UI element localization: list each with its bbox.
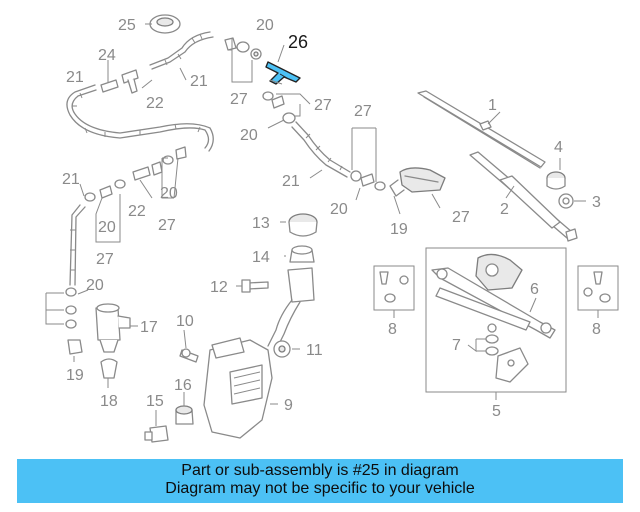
- grommet-24[interactable]: [149, 14, 181, 34]
- banner-line-part: Part or sub-assembly is #25 in diagram: [181, 462, 459, 479]
- label-11: 11: [306, 342, 323, 359]
- washer-pump-17[interactable]: [95, 303, 131, 353]
- label-27c: 27: [354, 103, 372, 120]
- label-21a: 21: [66, 69, 84, 86]
- label-13: 13: [252, 215, 270, 232]
- label-8b: 8: [592, 321, 601, 338]
- label-20d: 20: [160, 185, 178, 202]
- label-7: 7: [452, 337, 461, 354]
- t-piece-22-left[interactable]: [132, 166, 151, 181]
- label-14: 14: [252, 249, 270, 266]
- label-15: 15: [146, 393, 164, 410]
- grommet-16[interactable]: [175, 405, 194, 425]
- fitting-27-mid[interactable]: [262, 91, 296, 124]
- filler-pipe[interactable]: [267, 267, 315, 351]
- bracket-7[interactable]: [485, 334, 529, 383]
- hose-21-middle[interactable]: [291, 121, 351, 178]
- bolt-12[interactable]: [241, 279, 269, 293]
- label-9: 9: [284, 397, 293, 414]
- label-27d: 27: [158, 217, 176, 234]
- label-20e: 20: [98, 219, 116, 236]
- info-banner: Part or sub-assembly is #25 in diagram D…: [17, 459, 623, 503]
- label-6: 6: [530, 281, 539, 298]
- callout-labels: 25 20 26 24 21 21 22 27 27 20 27 1 4 3 2…: [62, 17, 601, 420]
- label-20b: 20: [240, 127, 258, 144]
- wiper-linkage-5[interactable]: [431, 253, 556, 339]
- banner-line-disclaimer: Diagram may not be specific to your vehi…: [165, 480, 475, 497]
- hose-21-left-vertical[interactable]: [69, 204, 86, 286]
- hose-21-left-loop[interactable]: [66, 84, 214, 152]
- label-27a: 27: [230, 91, 248, 108]
- washer-nozzle-26[interactable]: [389, 167, 446, 197]
- fittings-20-left[interactable]: [84, 179, 126, 202]
- label-21c: 21: [282, 173, 300, 190]
- label-20a: 20: [256, 17, 274, 34]
- label-10: 10: [176, 313, 194, 330]
- label-25[interactable]: 26: [288, 32, 308, 52]
- label-19b: 19: [390, 221, 408, 238]
- filler-neck-14[interactable]: [289, 245, 315, 263]
- part-25-highlighted[interactable]: [265, 61, 301, 85]
- label-27b: 27: [314, 97, 332, 114]
- label-22a: 22: [146, 95, 164, 112]
- label-21d: 21: [62, 171, 80, 188]
- t-piece-22[interactable]: [121, 69, 139, 94]
- label-27e: 27: [96, 251, 114, 268]
- wiper-blade-1[interactable]: [417, 90, 546, 169]
- kit-8-left-parts[interactable]: [379, 271, 409, 303]
- grommet-11[interactable]: [273, 340, 291, 358]
- grommet-18[interactable]: [100, 358, 118, 379]
- connector-23[interactable]: [100, 79, 119, 93]
- kit-8-right-parts[interactable]: [583, 271, 611, 303]
- label-16: 16: [174, 377, 192, 394]
- fitting-20-mid[interactable]: [350, 170, 386, 191]
- washer-reservoir-9[interactable]: [203, 337, 273, 439]
- fittings-27-left[interactable]: [151, 146, 187, 176]
- connector-19-left[interactable]: [67, 339, 83, 355]
- label-18: 18: [100, 393, 118, 410]
- sensor-15[interactable]: [144, 425, 169, 443]
- label-1: 1: [488, 97, 497, 114]
- label-22b: 22: [128, 203, 146, 220]
- hose-21-top[interactable]: [149, 31, 214, 70]
- nut-3[interactable]: [558, 193, 574, 209]
- label-19a: 19: [66, 367, 84, 384]
- label-12: 12: [210, 279, 228, 296]
- label-4: 4: [554, 139, 563, 156]
- label-8a: 8: [388, 321, 397, 338]
- leader-lines: [45, 23, 599, 426]
- label-23: 24: [98, 47, 116, 64]
- cap-13[interactable]: [288, 213, 318, 237]
- label-21b: 21: [190, 73, 208, 90]
- label-17: 17: [140, 319, 158, 336]
- wiper-arm-2[interactable]: [469, 151, 578, 242]
- fittings-27-lower-left[interactable]: [65, 287, 77, 329]
- label-24: 25: [118, 17, 136, 34]
- bolt-10[interactable]: [179, 348, 199, 363]
- fitting-20-top[interactable]: [224, 37, 262, 60]
- label-20c: 20: [330, 201, 348, 218]
- label-5: 5: [492, 403, 501, 420]
- label-20f: 20: [86, 277, 104, 294]
- label-26: 27: [452, 209, 470, 226]
- cap-4[interactable]: [546, 171, 566, 190]
- label-3: 3: [592, 194, 601, 211]
- label-2: 2: [500, 201, 509, 218]
